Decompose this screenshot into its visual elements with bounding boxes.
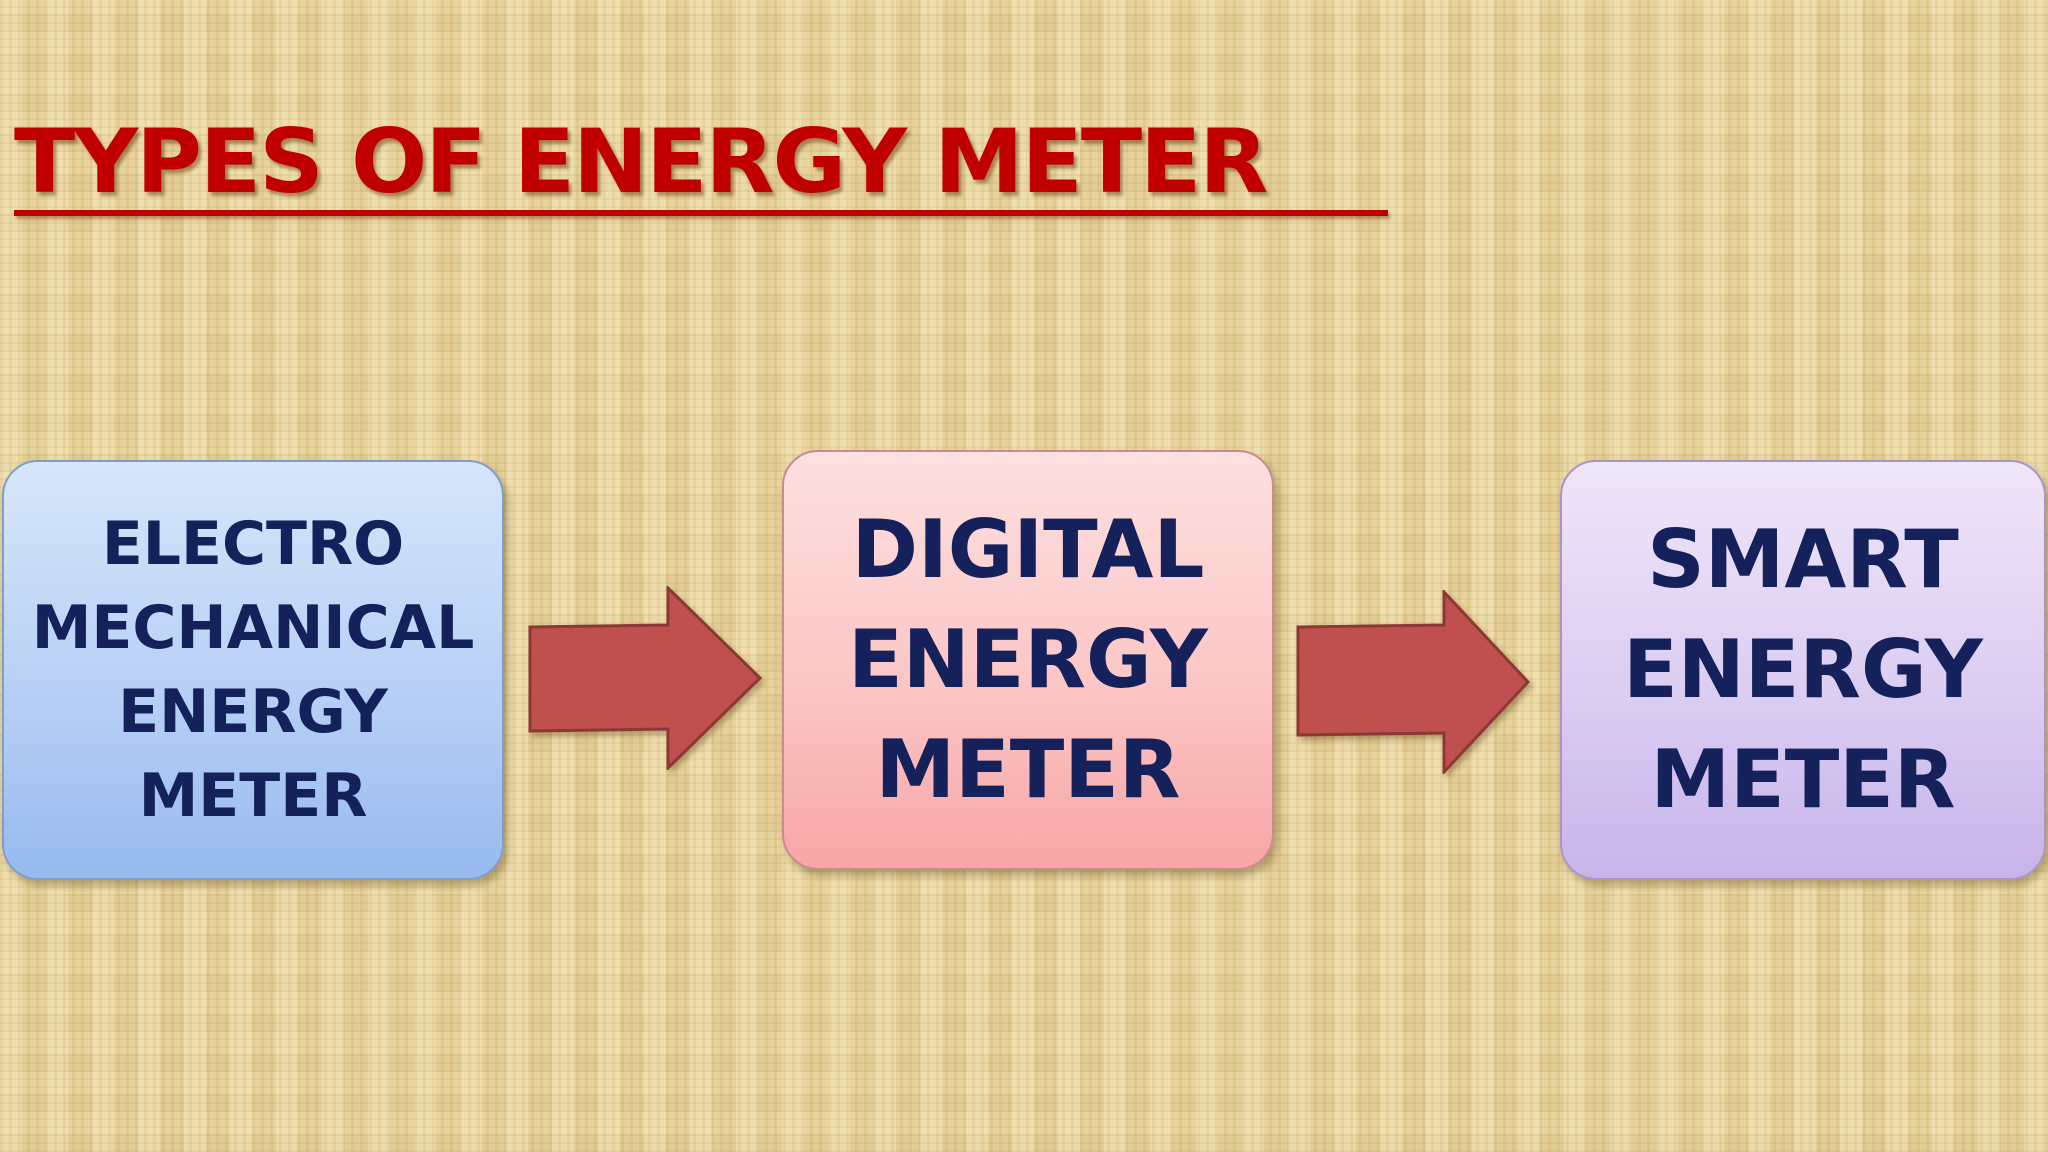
box-label-line: METER bbox=[138, 761, 368, 831]
box-label-line: METER bbox=[875, 723, 1181, 816]
box-label-line: ELECTRO bbox=[101, 509, 405, 579]
electro-mechanical-energy-meter-box: ELECTRO MECHANICAL ENERGY METER bbox=[2, 460, 504, 880]
box-label-line: DIGITAL bbox=[851, 503, 1205, 596]
box-label-line: MECHANICAL bbox=[31, 593, 475, 663]
arrow-shape bbox=[1296, 590, 1530, 774]
box-label-line: ENERGY bbox=[1623, 623, 1983, 716]
title-underline bbox=[14, 210, 1388, 216]
box-label-line: METER bbox=[1650, 733, 1956, 826]
arrow-shape bbox=[528, 586, 762, 770]
right-arrow-icon bbox=[528, 586, 762, 770]
box-label-line: ENERGY bbox=[118, 677, 388, 747]
box-label-line: ENERGY bbox=[848, 613, 1208, 706]
digital-energy-meter-box: DIGITAL ENERGY METER bbox=[782, 450, 1274, 870]
box-label-line: SMART bbox=[1647, 513, 1959, 606]
slide-title: TYPES OF ENERGY METER bbox=[14, 110, 1268, 213]
right-arrow-icon bbox=[1296, 590, 1530, 774]
smart-energy-meter-box: SMART ENERGY METER bbox=[1560, 460, 2046, 880]
